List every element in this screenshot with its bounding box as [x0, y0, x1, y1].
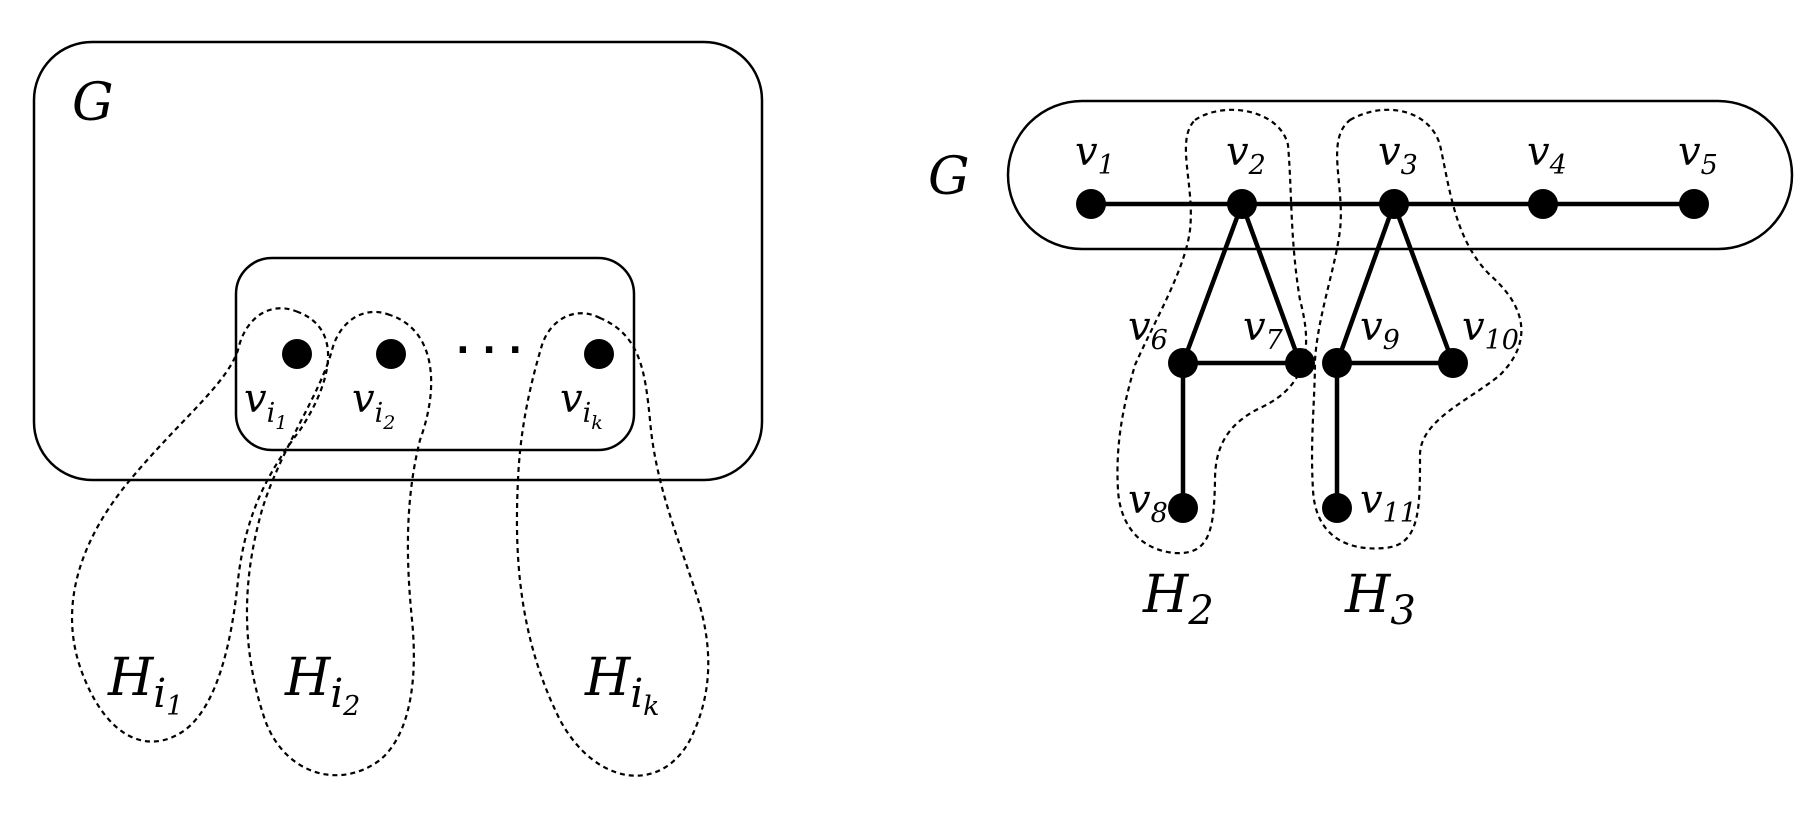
left-diagram: G · · · vi1 vi2 vik Hi1 Hi2 Hik [32, 40, 764, 777]
right-edges [1088, 201, 1697, 511]
vertex-v6 [1168, 348, 1198, 378]
vertex-v10 [1438, 348, 1468, 378]
vertex-label-v8: v8 [1128, 477, 1168, 529]
vertex-v9 [1322, 348, 1352, 378]
vertex-v7 [1285, 348, 1315, 378]
vertex-label-v10: v10 [1462, 304, 1519, 356]
left-graph-g-label: G [72, 73, 114, 133]
left-vertex-label-v-i1: vi1 [244, 376, 287, 434]
vertex-label-v11: v11 [1360, 477, 1417, 529]
vertex-v4 [1528, 189, 1558, 219]
edge-v3-v10 [1391, 201, 1456, 366]
vertex-v8 [1168, 493, 1198, 523]
vertex-label-v5: v5 [1678, 129, 1718, 181]
left-subgraph-label-h-ik: Hik [584, 648, 660, 722]
right-subgraph-label-h2: H2 [1142, 565, 1214, 634]
right-subgraph-label-h3: H3 [1344, 565, 1416, 634]
left-vertex-label-v-i2: vi2 [352, 376, 395, 434]
left-subgraph-h-ik-outline [515, 312, 710, 777]
left-subgraph-h-i2-outline [245, 310, 433, 777]
vertex-label-v3: v3 [1378, 129, 1418, 181]
vertex-v11 [1322, 493, 1352, 523]
vertex-v3 [1379, 189, 1409, 219]
left-vertex-label-v-ik: vik [560, 376, 603, 434]
edge-v2-v7 [1239, 201, 1303, 366]
left-vertex-v-i1 [282, 339, 312, 369]
vertex-v1 [1076, 189, 1106, 219]
right-graph-g-boundary [1006, 99, 1794, 251]
left-vertex-v-i2 [376, 339, 406, 369]
vertex-label-v9: v9 [1360, 304, 1400, 356]
vertex-v5 [1679, 189, 1709, 219]
right-subgraph-h2-outline [1116, 108, 1308, 555]
left-graph-g-boundary [32, 40, 764, 482]
right-diagram: G v1 [928, 99, 1794, 634]
right-subgraph-h3-outline [1310, 108, 1523, 550]
vertex-label-v4: v4 [1527, 129, 1567, 181]
vertex-label-v6: v6 [1128, 304, 1168, 356]
edge-v3-v9 [1334, 201, 1397, 366]
left-subgraph-label-h-i1: Hi1 [107, 648, 183, 722]
right-graph-g-label: G [928, 147, 970, 207]
left-vertex-set-box [234, 256, 636, 452]
left-ellipsis: · · · [456, 330, 522, 371]
vertex-label-v1: v1 [1075, 129, 1115, 181]
left-vertex-v-ik [584, 339, 614, 369]
left-subgraph-label-h-i2: Hi2 [284, 648, 360, 722]
edge-v2-v6 [1180, 201, 1245, 366]
vertex-label-v2: v2 [1226, 129, 1266, 181]
vertex-v2 [1227, 189, 1257, 219]
vertex-label-v7: v7 [1243, 304, 1284, 356]
